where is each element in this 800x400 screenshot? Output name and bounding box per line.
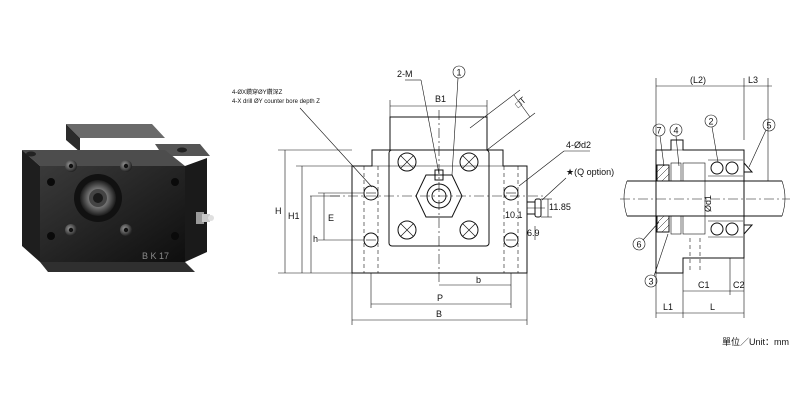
- label-4d2: 4-Ød2: [566, 140, 591, 150]
- label-q-option: ★(Q option): [566, 167, 614, 177]
- dim-e: E: [328, 213, 334, 223]
- dim-p: P: [437, 293, 443, 303]
- callout-5: 5: [767, 121, 772, 131]
- dim-d1: Ød1: [703, 195, 713, 212]
- callout-7: 7: [657, 126, 662, 136]
- callout-4: 4: [674, 126, 679, 136]
- dim-10-1: 10.1: [505, 210, 523, 220]
- dim-l3: L3: [748, 75, 758, 85]
- dim-l1: L1: [663, 302, 673, 312]
- cap-screws: [397, 152, 479, 240]
- product-photo: B K 17: [22, 124, 214, 272]
- callout-6: 6: [637, 240, 642, 250]
- dim-l: L: [710, 302, 715, 312]
- drill-note-en: 4-X drill ØY counter bore depth Z: [232, 99, 320, 105]
- dim-b-small: b: [476, 275, 481, 285]
- callout-2: 2: [709, 117, 714, 127]
- dim-l2: (L2): [690, 75, 706, 85]
- dim-c1: C1: [698, 280, 710, 290]
- drill-note-cn: 4-ØX鑽穿ØY鑽深Z: [232, 88, 283, 96]
- side-view: Ød1 (L2) L3 C1 C2 L1 L 7 4: [620, 75, 790, 318]
- dim-h1: H1: [288, 211, 300, 221]
- dim-h-cap: H: [275, 206, 282, 216]
- dim-6-9: 6.9: [527, 228, 540, 238]
- callout-1: 1: [457, 68, 462, 78]
- side-callouts: 7 4 2 5 6 3: [632, 114, 776, 288]
- callout-3: 3: [649, 277, 654, 287]
- dim-b-big: B: [436, 309, 442, 319]
- dim-c2: C2: [733, 280, 745, 290]
- label-2m: 2-M: [397, 69, 413, 79]
- dim-h: h: [313, 234, 318, 244]
- front-view: B1 2-M 1 □T 4-Ød2 ★(Q option) 4-ØX鑽穿ØY鑽深…: [232, 65, 614, 325]
- unit-note: 單位／Unit：mm: [722, 336, 789, 347]
- dim-11-85: 11.85: [549, 202, 571, 212]
- part-marking: B K 17: [142, 251, 169, 261]
- dim-b1: B1: [435, 94, 446, 104]
